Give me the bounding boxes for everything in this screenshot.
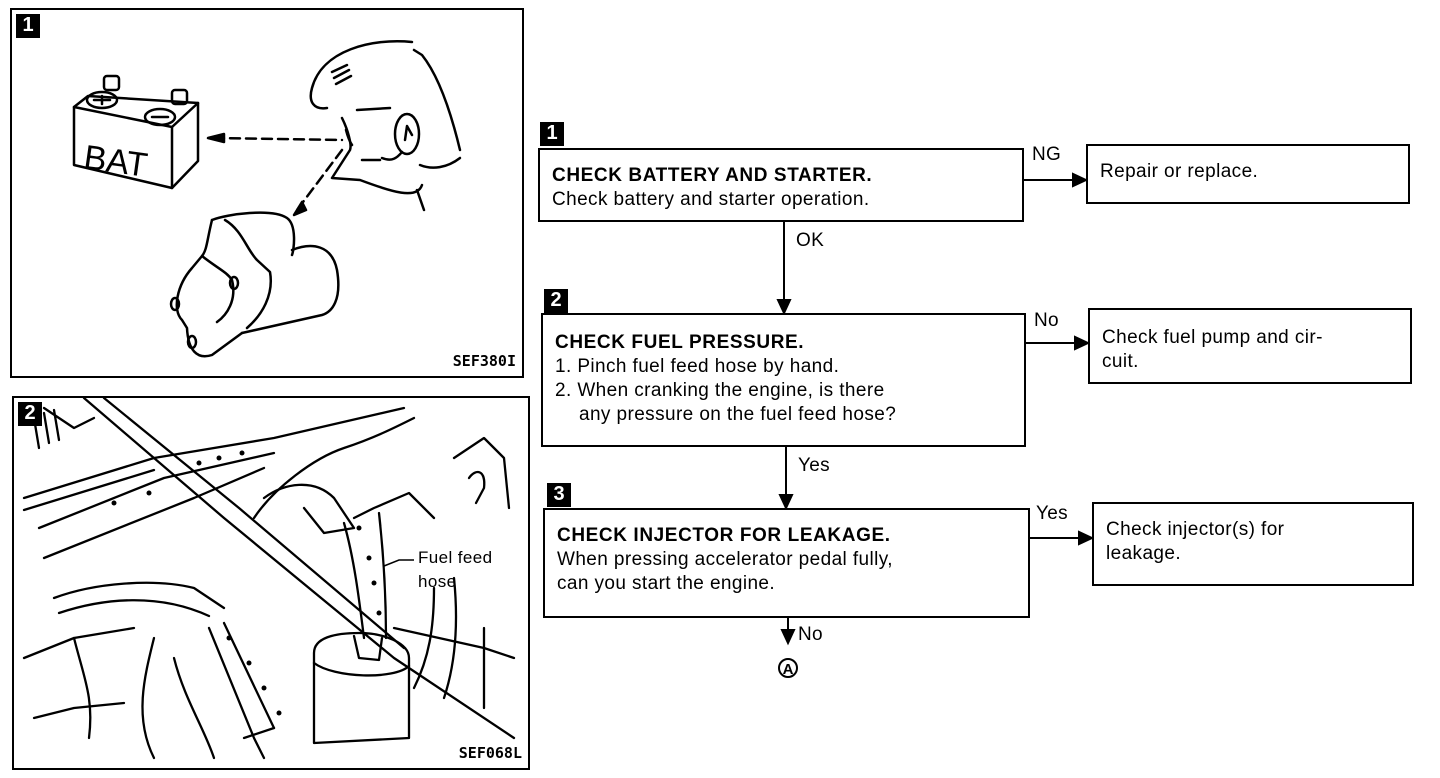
connector-a-circle-icon (778, 658, 798, 678)
step-1-result-line: Repair or replace. (1100, 161, 1259, 182)
step-2-next-label: Yes (798, 455, 830, 476)
step-1-line: Check battery and starter operation. (552, 189, 870, 210)
figure-step-badge: 1 (16, 14, 40, 38)
step-2-title: CHECK FUEL PRESSURE. (555, 332, 805, 353)
arrowhead-icon (778, 494, 794, 511)
arrowhead-icon (780, 629, 796, 646)
step-3-box: CHECK INJECTOR FOR LEAKAGE. When pressin… (543, 508, 1030, 618)
step-3-result-line: leakage. (1106, 543, 1182, 564)
engine-bay-illustration (22, 398, 516, 760)
step-3-next-label: No (798, 624, 823, 645)
connector-a-label: A (783, 661, 794, 678)
step-3-title: CHECK INJECTOR FOR LEAKAGE. (557, 525, 891, 546)
figure-fuel-feed-hose: 2 Fuel feed hose SEF068L (12, 396, 530, 770)
step-2-line: 1. Pinch fuel feed hose by hand. (555, 356, 840, 377)
step-3-line: can you start the engine. (557, 573, 776, 594)
battery-label: BAT (81, 138, 149, 184)
step-1-result-box: Repair or replace. (1086, 144, 1410, 204)
step-2-result-line: cuit. (1102, 351, 1139, 372)
figure-code: SEF068L (458, 744, 522, 762)
step-1-title: CHECK BATTERY AND STARTER. (552, 165, 873, 186)
step-2-branch-label: No (1034, 310, 1059, 331)
step-3-branch-label: Yes (1036, 503, 1068, 524)
step-1-badge: 1 (540, 122, 564, 146)
step-2-box: CHECK FUEL PRESSURE. 1. Pinch fuel feed … (541, 313, 1026, 447)
step-2-line: any pressure on the fuel feed hose? (579, 404, 897, 425)
arrowhead-icon (1072, 172, 1089, 188)
step-1-box: CHECK BATTERY AND STARTER. Check battery… (538, 148, 1024, 222)
step-1-next-label: OK (796, 230, 825, 251)
step-2-result-box: Check fuel pump and cir- cuit. (1088, 308, 1412, 384)
callout-line: Fuel feed (418, 548, 493, 567)
step-2-line: 2. When cranking the engine, is there (555, 380, 885, 401)
fuel-feed-hose-callout: Fuel feed hose (418, 546, 492, 594)
step-3-result-box: Check injector(s) for leakage. (1092, 502, 1414, 586)
battery-starter-illustration: BAT (72, 40, 462, 358)
figure-code: SEF380I (452, 352, 516, 370)
mechanic-head-icon (309, 40, 462, 212)
callout-line: hose (418, 572, 457, 591)
arrowhead-icon (776, 299, 792, 316)
arrowhead-icon (1074, 335, 1091, 351)
step-3-result-line: Check injector(s) for (1106, 519, 1285, 540)
step-3-badge: 3 (547, 483, 571, 507)
figure-step-badge: 2 (18, 402, 42, 426)
figure-battery-starter: BAT 1 SEF380I (10, 8, 524, 378)
step-2-result-line: Check fuel pump and cir- (1102, 327, 1323, 348)
callout-leader-line (383, 559, 414, 567)
starter-motor-icon (169, 211, 340, 358)
arrowhead-icon (1078, 530, 1095, 546)
step-3-line: When pressing accelerator pedal fully, (557, 549, 893, 570)
step-2-badge: 2 (544, 289, 568, 313)
battery-icon (72, 74, 200, 190)
step-1-branch-label: NG (1032, 144, 1062, 165)
